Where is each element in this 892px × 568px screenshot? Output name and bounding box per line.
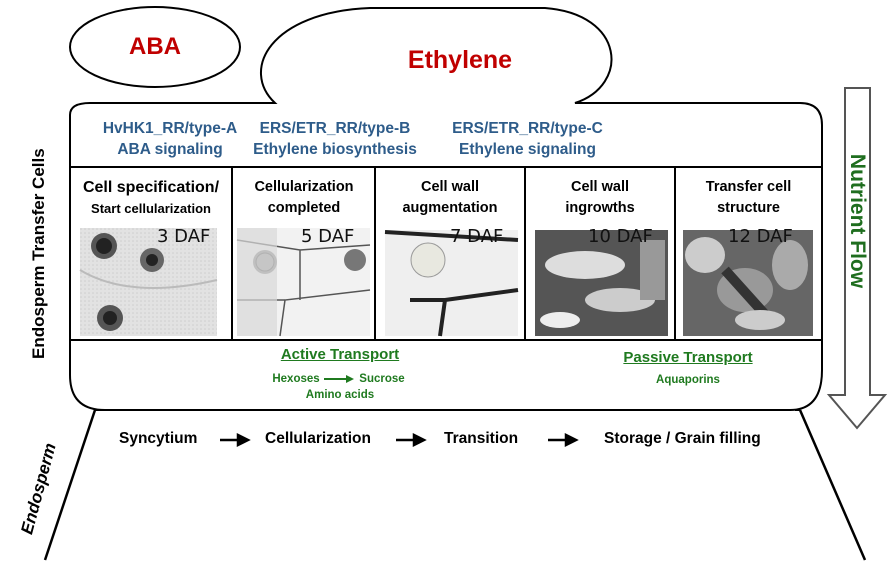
daf-label-12: 12 DAF (728, 226, 793, 247)
hexoses-label: Hexoses (272, 373, 320, 385)
aba-label: ABA (129, 33, 181, 60)
aba-ellipse (69, 6, 241, 88)
passive-transport-title: Passive Transport (623, 349, 753, 366)
phase-arrows (220, 432, 579, 448)
micrograph-10daf (535, 230, 668, 336)
stage-1-line2: Start cellularization (91, 201, 211, 216)
daf-label-3: 3 DAF (157, 226, 211, 247)
signaling-type-c-pathway: Ethylene signaling (459, 141, 596, 158)
phase-storage: Storage / Grain filling (604, 430, 761, 447)
daf-label-7: 7 DAF (450, 226, 504, 247)
amino-acids-label: Amino acids (305, 389, 375, 401)
stage-title-5: Transfer cell structure (677, 177, 820, 219)
signaling-ethylene: ERS/ETR_RR/type-C Ethylene signaling (435, 118, 620, 160)
endosperm-transfer-cells-label: Endosperm Transfer Cells (29, 148, 48, 359)
stage-3-line2: augmentation (402, 200, 498, 216)
stage-5-line2: structure (717, 200, 780, 216)
stage-title-2: Cellularization completed (234, 177, 374, 219)
stage-4-line1: Cell wall (570, 179, 630, 195)
nutrient-flow-arrow (826, 87, 888, 430)
signaling-aba-gene: HvHK1_RR/type-A (102, 120, 238, 137)
aquaporins-label: Aquaporins (656, 374, 720, 386)
stage-3-line1: Cell wall (420, 179, 480, 195)
stage-title-3: Cell wall augmentation (377, 177, 523, 219)
stage-2-line2: completed (267, 200, 341, 216)
micrograph-12daf (683, 230, 813, 336)
phase-syncytium: Syncytium (119, 430, 198, 447)
stage-5-line1: Transfer cell (705, 179, 792, 195)
signaling-type-b-gene: ERS/ETR_RR/type-B (259, 120, 411, 137)
ethylene-label: Ethylene (407, 46, 513, 74)
micrograph-5daf (236, 228, 371, 337)
phase-cellularization: Cellularization (265, 430, 371, 447)
signaling-aba: HvHK1_RR/type-A ABA signaling (80, 118, 260, 160)
signaling-aba-pathway: ABA signaling (117, 141, 223, 158)
micrograph-7daf (384, 230, 519, 337)
daf-label-10: 10 DAF (588, 226, 653, 247)
stage-1-line1: Cell specification/ (82, 179, 220, 196)
stage-title-4: Cell wall ingrowths (527, 177, 673, 219)
stage-row-box (69, 166, 823, 341)
signaling-type-b-pathway: Ethylene biosynthesis (253, 141, 417, 158)
sucrose-label: Sucrose (359, 373, 405, 385)
stage-2-line1: Cellularization (254, 179, 354, 195)
active-transport-title: Active Transport (280, 346, 400, 363)
nutrient-flow-label: Nutrient Flow (846, 153, 869, 289)
stage-4-line2: ingrowths (565, 200, 635, 216)
hexose-arrowhead (346, 375, 354, 383)
micrograph-3daf (79, 228, 218, 336)
endosperm-region (43, 409, 867, 561)
stage-title-1: Cell specification/ Start cellularizatio… (72, 177, 230, 219)
phase-transition: Transition (444, 430, 519, 447)
signaling-ethylene-biosynthesis: ERS/ETR_RR/type-B Ethylene biosynthesis (240, 118, 430, 160)
signaling-type-c-gene: ERS/ETR_RR/type-C (452, 120, 603, 137)
daf-label-5: 5 DAF (301, 226, 355, 247)
